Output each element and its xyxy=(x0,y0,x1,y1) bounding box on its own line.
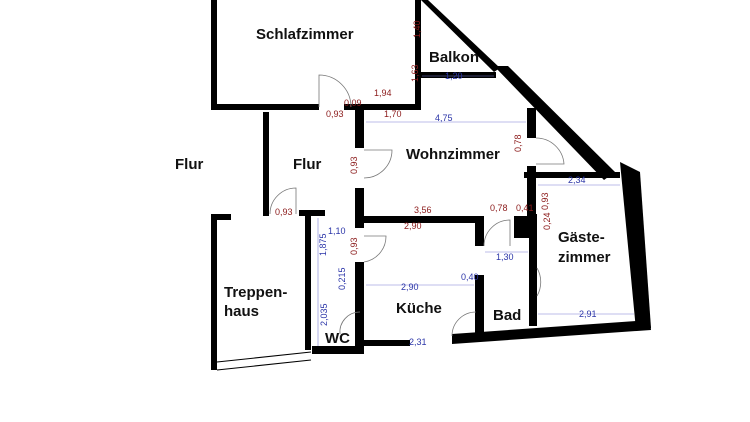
dimension-label: 2,035 xyxy=(319,303,329,326)
wall xyxy=(527,108,536,138)
dimension-label: 1,40 xyxy=(412,20,422,38)
dimension-label: 1,20 xyxy=(445,71,463,81)
wall xyxy=(263,112,269,216)
wall xyxy=(312,346,364,354)
room-label-treppen-line1: Treppen- xyxy=(224,284,287,301)
dimension-lines xyxy=(317,75,634,346)
door-swing xyxy=(535,137,565,165)
wall xyxy=(355,262,364,346)
wall xyxy=(344,104,420,110)
door-swing xyxy=(451,311,477,337)
wall xyxy=(355,110,364,148)
dimension-label: 0,215 xyxy=(337,267,347,290)
door-swing xyxy=(483,219,511,247)
dimension-label: 2,31 xyxy=(409,337,427,347)
room-label-kueche: Küche xyxy=(396,300,442,317)
wall xyxy=(452,320,651,344)
wall xyxy=(211,0,217,110)
dimension-label: 1,94 xyxy=(374,88,392,98)
wall xyxy=(514,216,536,238)
dimension-label: 0,78 xyxy=(490,203,508,213)
dimension-label: 0,93 xyxy=(540,192,550,210)
wall xyxy=(211,214,231,220)
room-label-gaeste-line1: Gäste- xyxy=(558,229,605,246)
door-swing xyxy=(318,74,352,108)
wall xyxy=(620,162,651,330)
wall xyxy=(305,210,311,350)
dimension-label: 0,78 xyxy=(513,134,523,152)
dimensions-blue: 1,20 4,75 2,34 1,10 1,875 1,30 0,40 2,90… xyxy=(318,71,597,347)
dimension-label: 1,10 xyxy=(328,226,346,236)
dimension-label: 2,91 xyxy=(579,309,597,319)
dimensions-red: 1,40 1,94 0,09 0,93 1,70 1,63 0,78 0,93 … xyxy=(275,20,552,255)
wall xyxy=(216,351,312,363)
dimension-label: 1,70 xyxy=(384,109,402,119)
dimension-label: 4,75 xyxy=(435,113,453,123)
wall xyxy=(299,210,325,216)
dimension-label: 2,90 xyxy=(404,221,422,231)
room-label-wc: WC xyxy=(325,330,350,347)
dimension-label: 2,90 xyxy=(401,282,419,292)
room-label-wohnzimmer: Wohnzimmer xyxy=(406,146,500,163)
dimension-label: 2,34 xyxy=(568,175,586,185)
wall xyxy=(475,216,484,246)
wall xyxy=(529,214,537,326)
wall xyxy=(415,68,421,110)
door-swing xyxy=(363,149,393,179)
room-label-schlafzimmer: Schlafzimmer xyxy=(256,26,354,43)
room-label-gaeste-line2: zimmer xyxy=(558,249,611,266)
door-swing xyxy=(363,235,387,263)
dimension-label: 0,93 xyxy=(349,237,359,255)
wall xyxy=(355,188,364,228)
room-label-treppen-line2: haus xyxy=(224,303,259,320)
walls xyxy=(211,0,651,371)
room-label-bad: Bad xyxy=(493,307,521,324)
dimension-label: 3,56 xyxy=(414,205,432,215)
door-swing xyxy=(339,311,361,335)
doors xyxy=(269,74,565,337)
dimension-label: 1,30 xyxy=(496,252,514,262)
dimension-label: 0,93 xyxy=(326,109,344,119)
wall xyxy=(355,216,481,223)
wall xyxy=(211,214,217,370)
wall xyxy=(527,166,536,216)
room-label-flur-inner: Flur xyxy=(293,156,321,173)
wall xyxy=(360,340,410,346)
room-labels: Schlafzimmer Balkon Flur Flur Wohnzimmer… xyxy=(175,26,611,347)
dimension-label: 1,875 xyxy=(318,233,328,256)
dimension-label: 0,40 xyxy=(461,272,479,282)
dimension-label: 1,63 xyxy=(410,64,420,82)
door-swing xyxy=(269,187,297,215)
dimension-label: 0,93 xyxy=(275,207,293,217)
dimension-label: 0,09 xyxy=(344,98,362,108)
dimension-label: 0,24 xyxy=(542,212,552,230)
dimension-label: 0,41 xyxy=(516,203,534,213)
wall xyxy=(494,66,615,180)
wall xyxy=(415,0,421,110)
wall xyxy=(420,72,496,78)
wall xyxy=(216,359,312,371)
dimension-label: 0,93 xyxy=(349,156,359,174)
wall xyxy=(475,275,484,339)
wall xyxy=(524,172,620,178)
door-swing xyxy=(536,267,542,297)
room-label-balkon: Balkon xyxy=(429,49,479,66)
wall xyxy=(421,0,500,72)
wall xyxy=(211,104,319,110)
room-label-flur-outer: Flur xyxy=(175,156,203,173)
